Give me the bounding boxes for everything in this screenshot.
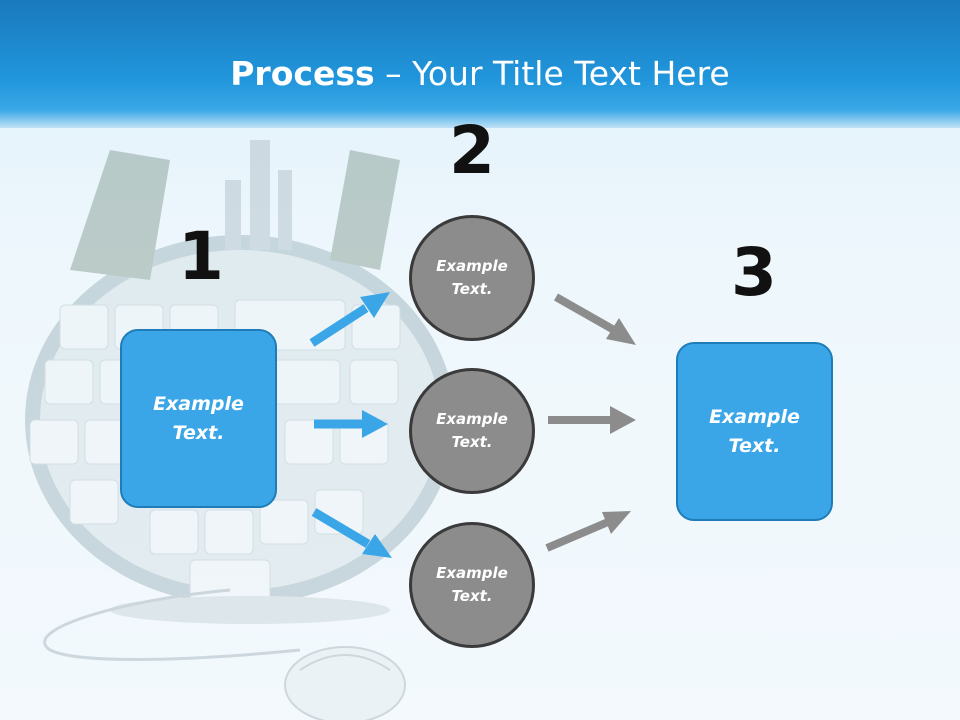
step-number-3: 3: [731, 234, 777, 311]
circle-bottom-line2: Text.: [451, 587, 493, 605]
circle-top-line2: Text.: [451, 280, 493, 298]
blue-arrow-down: [311, 508, 392, 558]
circle-top-line1: Example: [436, 257, 508, 275]
title-bar: [0, 0, 960, 128]
step-number-1: 1: [178, 218, 224, 295]
gray-arrow-middle: [548, 406, 636, 434]
title-rest: – Your Title Text Here: [374, 54, 730, 93]
step-2-circle-middle: Example Text.: [409, 368, 535, 494]
step-number-2: 2: [449, 112, 495, 189]
title-bold: Process: [230, 54, 375, 93]
step-3-box: Example Text.: [676, 342, 833, 521]
step-1-text-line1: Example: [153, 392, 244, 415]
step-2-circle-top: Example Text.: [409, 215, 535, 341]
step-1-box: Example Text.: [120, 329, 277, 508]
circle-middle-line1: Example: [436, 410, 508, 428]
step-3-text-line2: Text.: [728, 434, 781, 457]
gray-arrow-down: [554, 293, 636, 345]
step-2-circle-bottom: Example Text.: [409, 522, 535, 648]
blue-arrow-middle: [314, 410, 388, 438]
step-3-text-line1: Example: [709, 405, 800, 428]
circle-bottom-line1: Example: [436, 564, 508, 582]
gray-arrow-up: [545, 511, 631, 552]
circle-middle-line2: Text.: [451, 433, 493, 451]
slide-title: Process – Your Title Text Here: [0, 54, 960, 93]
step-1-text-line2: Text.: [172, 421, 225, 444]
blue-arrow-up: [309, 292, 390, 347]
